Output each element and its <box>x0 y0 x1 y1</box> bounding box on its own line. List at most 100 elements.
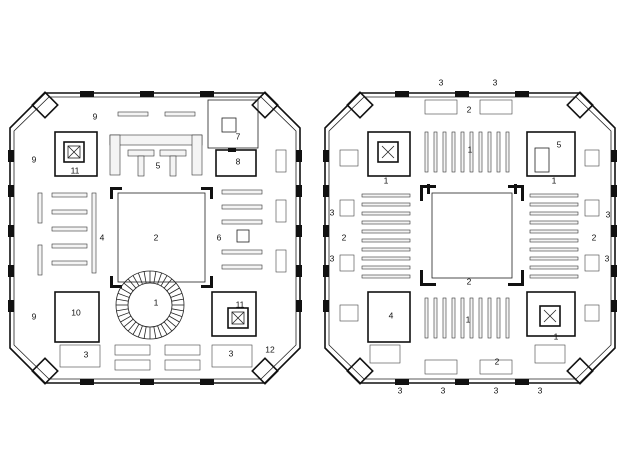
stair-tread <box>123 282 134 292</box>
room-number-label: 1 <box>468 144 473 154</box>
stair-tread <box>123 318 134 328</box>
perimeter-piers <box>8 91 302 385</box>
room-7 <box>207 99 259 149</box>
room-number-label: 3 <box>494 385 499 395</box>
core-room-se <box>526 291 576 337</box>
stair-tread <box>168 315 180 323</box>
book-stack <box>361 247 411 252</box>
book-stack <box>424 297 429 339</box>
room-number-label: 6 <box>217 232 222 242</box>
stair-tread <box>137 325 143 338</box>
book-stack <box>529 238 579 243</box>
room-number-label: 9 <box>93 111 98 121</box>
book-stack <box>529 202 579 207</box>
core-room-nw <box>54 131 98 177</box>
room-number-label: 11 <box>236 299 245 309</box>
book-stack <box>361 193 411 198</box>
book-stack <box>361 274 411 279</box>
book-stack <box>529 274 579 279</box>
central-void <box>431 192 513 279</box>
room-number-label: 1 <box>154 297 159 307</box>
perimeter-piers <box>323 91 617 385</box>
stair-tread <box>127 321 137 332</box>
book-stack <box>505 131 510 173</box>
room-number-label: 7 <box>236 131 241 141</box>
stair-tread <box>171 298 184 302</box>
stair-tread <box>132 275 140 287</box>
room-number-label: 1 <box>466 314 471 324</box>
book-stack <box>442 131 447 173</box>
stair-tread <box>166 318 177 328</box>
room-number-label: 3 <box>398 385 403 395</box>
reading-room-5-furniture <box>109 111 203 177</box>
stair-tread <box>170 292 183 298</box>
stair-tread <box>153 271 157 284</box>
stair-tread <box>171 308 184 312</box>
book-stack <box>496 297 501 339</box>
book-stack <box>478 131 483 173</box>
room-number-label: 8 <box>236 156 241 166</box>
room-number-label: 4 <box>100 232 105 242</box>
spiral-staircase <box>115 270 185 340</box>
stair-tread <box>137 272 143 285</box>
room-number-label: 4 <box>389 310 394 320</box>
stair-tread <box>120 315 132 323</box>
book-stack <box>529 265 579 270</box>
book-stack <box>361 229 411 234</box>
book-stack <box>469 131 474 173</box>
room-number-label: 1 <box>552 175 557 185</box>
book-stack <box>487 131 492 173</box>
room-number-label: 1 <box>384 175 389 185</box>
room-number-label: 12 <box>265 344 275 354</box>
book-stack <box>469 297 474 339</box>
stair-tread <box>117 292 130 298</box>
room-number-label: 3 <box>606 209 611 219</box>
book-stack <box>361 211 411 216</box>
stair-tread <box>163 278 173 289</box>
room-number-label: 11 <box>71 165 80 175</box>
room-number-label: 2 <box>495 356 500 366</box>
room-number-label: 3 <box>439 77 444 87</box>
corner-pier <box>346 91 374 119</box>
stair-core-nw <box>63 141 85 163</box>
book-stack <box>460 131 465 173</box>
book-stack <box>361 265 411 270</box>
room-number-label: 3 <box>493 77 498 87</box>
core-room-nw <box>367 131 411 177</box>
stair-tread <box>143 271 147 284</box>
bottom-tables <box>59 344 253 371</box>
stair-tread <box>117 312 130 318</box>
study-carrels <box>339 99 600 375</box>
book-stack <box>505 297 510 339</box>
room-number-label: 2 <box>467 104 472 114</box>
book-stack <box>442 297 447 339</box>
room-number-label: 5 <box>156 160 161 170</box>
corner-pier <box>31 357 59 385</box>
corner-pier <box>566 357 594 385</box>
room-number-label: 9 <box>32 154 37 164</box>
room-4 <box>367 291 411 343</box>
room-10 <box>54 291 100 343</box>
room-number-label: 3 <box>605 253 610 263</box>
stair-tread <box>116 308 129 312</box>
stair-tread <box>163 321 173 332</box>
stair-tread <box>120 287 132 295</box>
book-stack <box>529 247 579 252</box>
book-stack <box>478 297 483 339</box>
book-stack <box>361 220 411 225</box>
stacks-area-4 <box>37 192 97 276</box>
stair-tread <box>153 326 157 339</box>
stair-tread <box>170 312 183 318</box>
stair-tread <box>166 282 177 292</box>
book-stack <box>361 238 411 243</box>
core-room-ne <box>526 131 576 177</box>
corner-pier <box>251 357 279 385</box>
book-stack <box>451 131 456 173</box>
stair-tread <box>143 326 147 339</box>
stair-tread <box>116 298 129 302</box>
room-number-label: 3 <box>330 253 335 263</box>
room-number-label: 3 <box>441 385 446 395</box>
